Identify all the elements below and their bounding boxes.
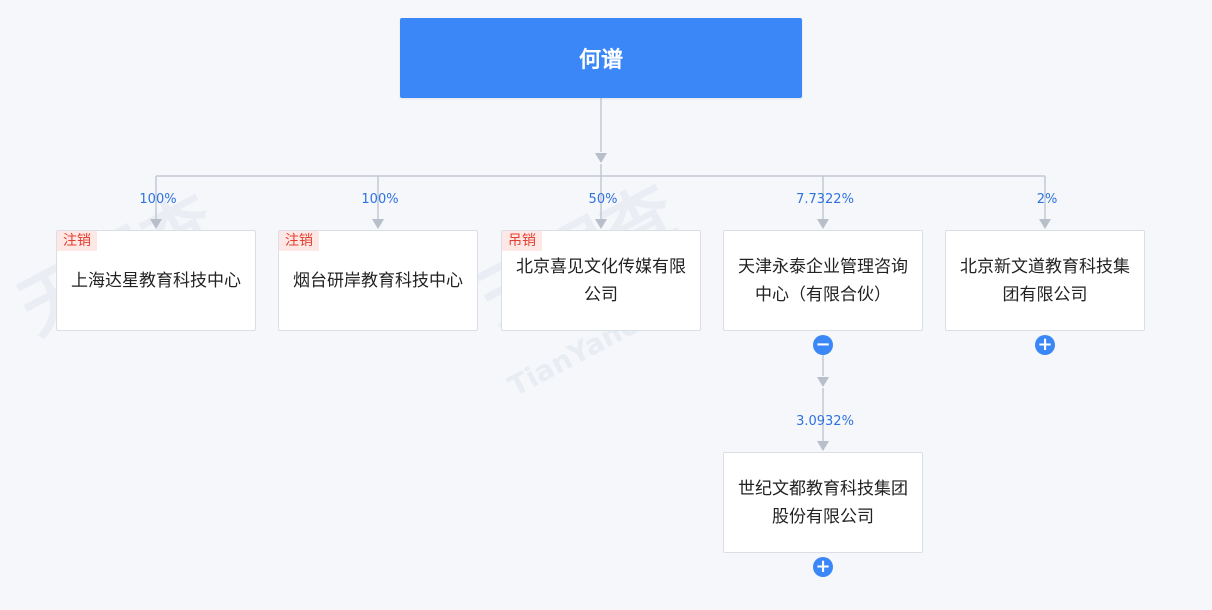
company-name: 上海达星教育科技中心: [71, 270, 241, 291]
collapse-icon[interactable]: −: [813, 335, 833, 355]
expand-icon[interactable]: +: [1035, 335, 1055, 355]
share-percent: 7.7322%: [796, 192, 854, 207]
company-node[interactable]: 北京新文道教育科技集团有限公司: [945, 230, 1145, 331]
company-name: 世纪文都教育科技集团股份有限公司: [738, 478, 908, 527]
status-badge: 注销: [279, 231, 319, 251]
status-badge: 吊销: [502, 231, 542, 251]
share-percent: 50%: [588, 192, 618, 207]
company-name: 天津永泰企业管理咨询中心（有限合伙）: [738, 256, 908, 305]
company-node[interactable]: 天津永泰企业管理咨询中心（有限合伙）: [723, 230, 923, 331]
share-percent: 2%: [1036, 192, 1058, 207]
company-node[interactable]: 世纪文都教育科技集团股份有限公司: [723, 452, 923, 553]
share-percent: 3.0932%: [796, 414, 854, 429]
expand-icon[interactable]: +: [813, 557, 833, 577]
company-node[interactable]: 注销 上海达星教育科技中心: [56, 230, 256, 331]
status-badge: 注销: [57, 231, 97, 251]
share-percent: 100%: [361, 192, 399, 207]
company-node[interactable]: 吊销 北京喜见文化传媒有限公司: [501, 230, 701, 331]
company-name: 北京新文道教育科技集团有限公司: [960, 256, 1130, 305]
company-name: 烟台研岸教育科技中心: [293, 270, 463, 291]
root-node[interactable]: 何谱: [400, 18, 802, 98]
company-name: 北京喜见文化传媒有限公司: [516, 256, 686, 305]
share-percent: 100%: [139, 192, 177, 207]
company-node[interactable]: 注销 烟台研岸教育科技中心: [278, 230, 478, 331]
